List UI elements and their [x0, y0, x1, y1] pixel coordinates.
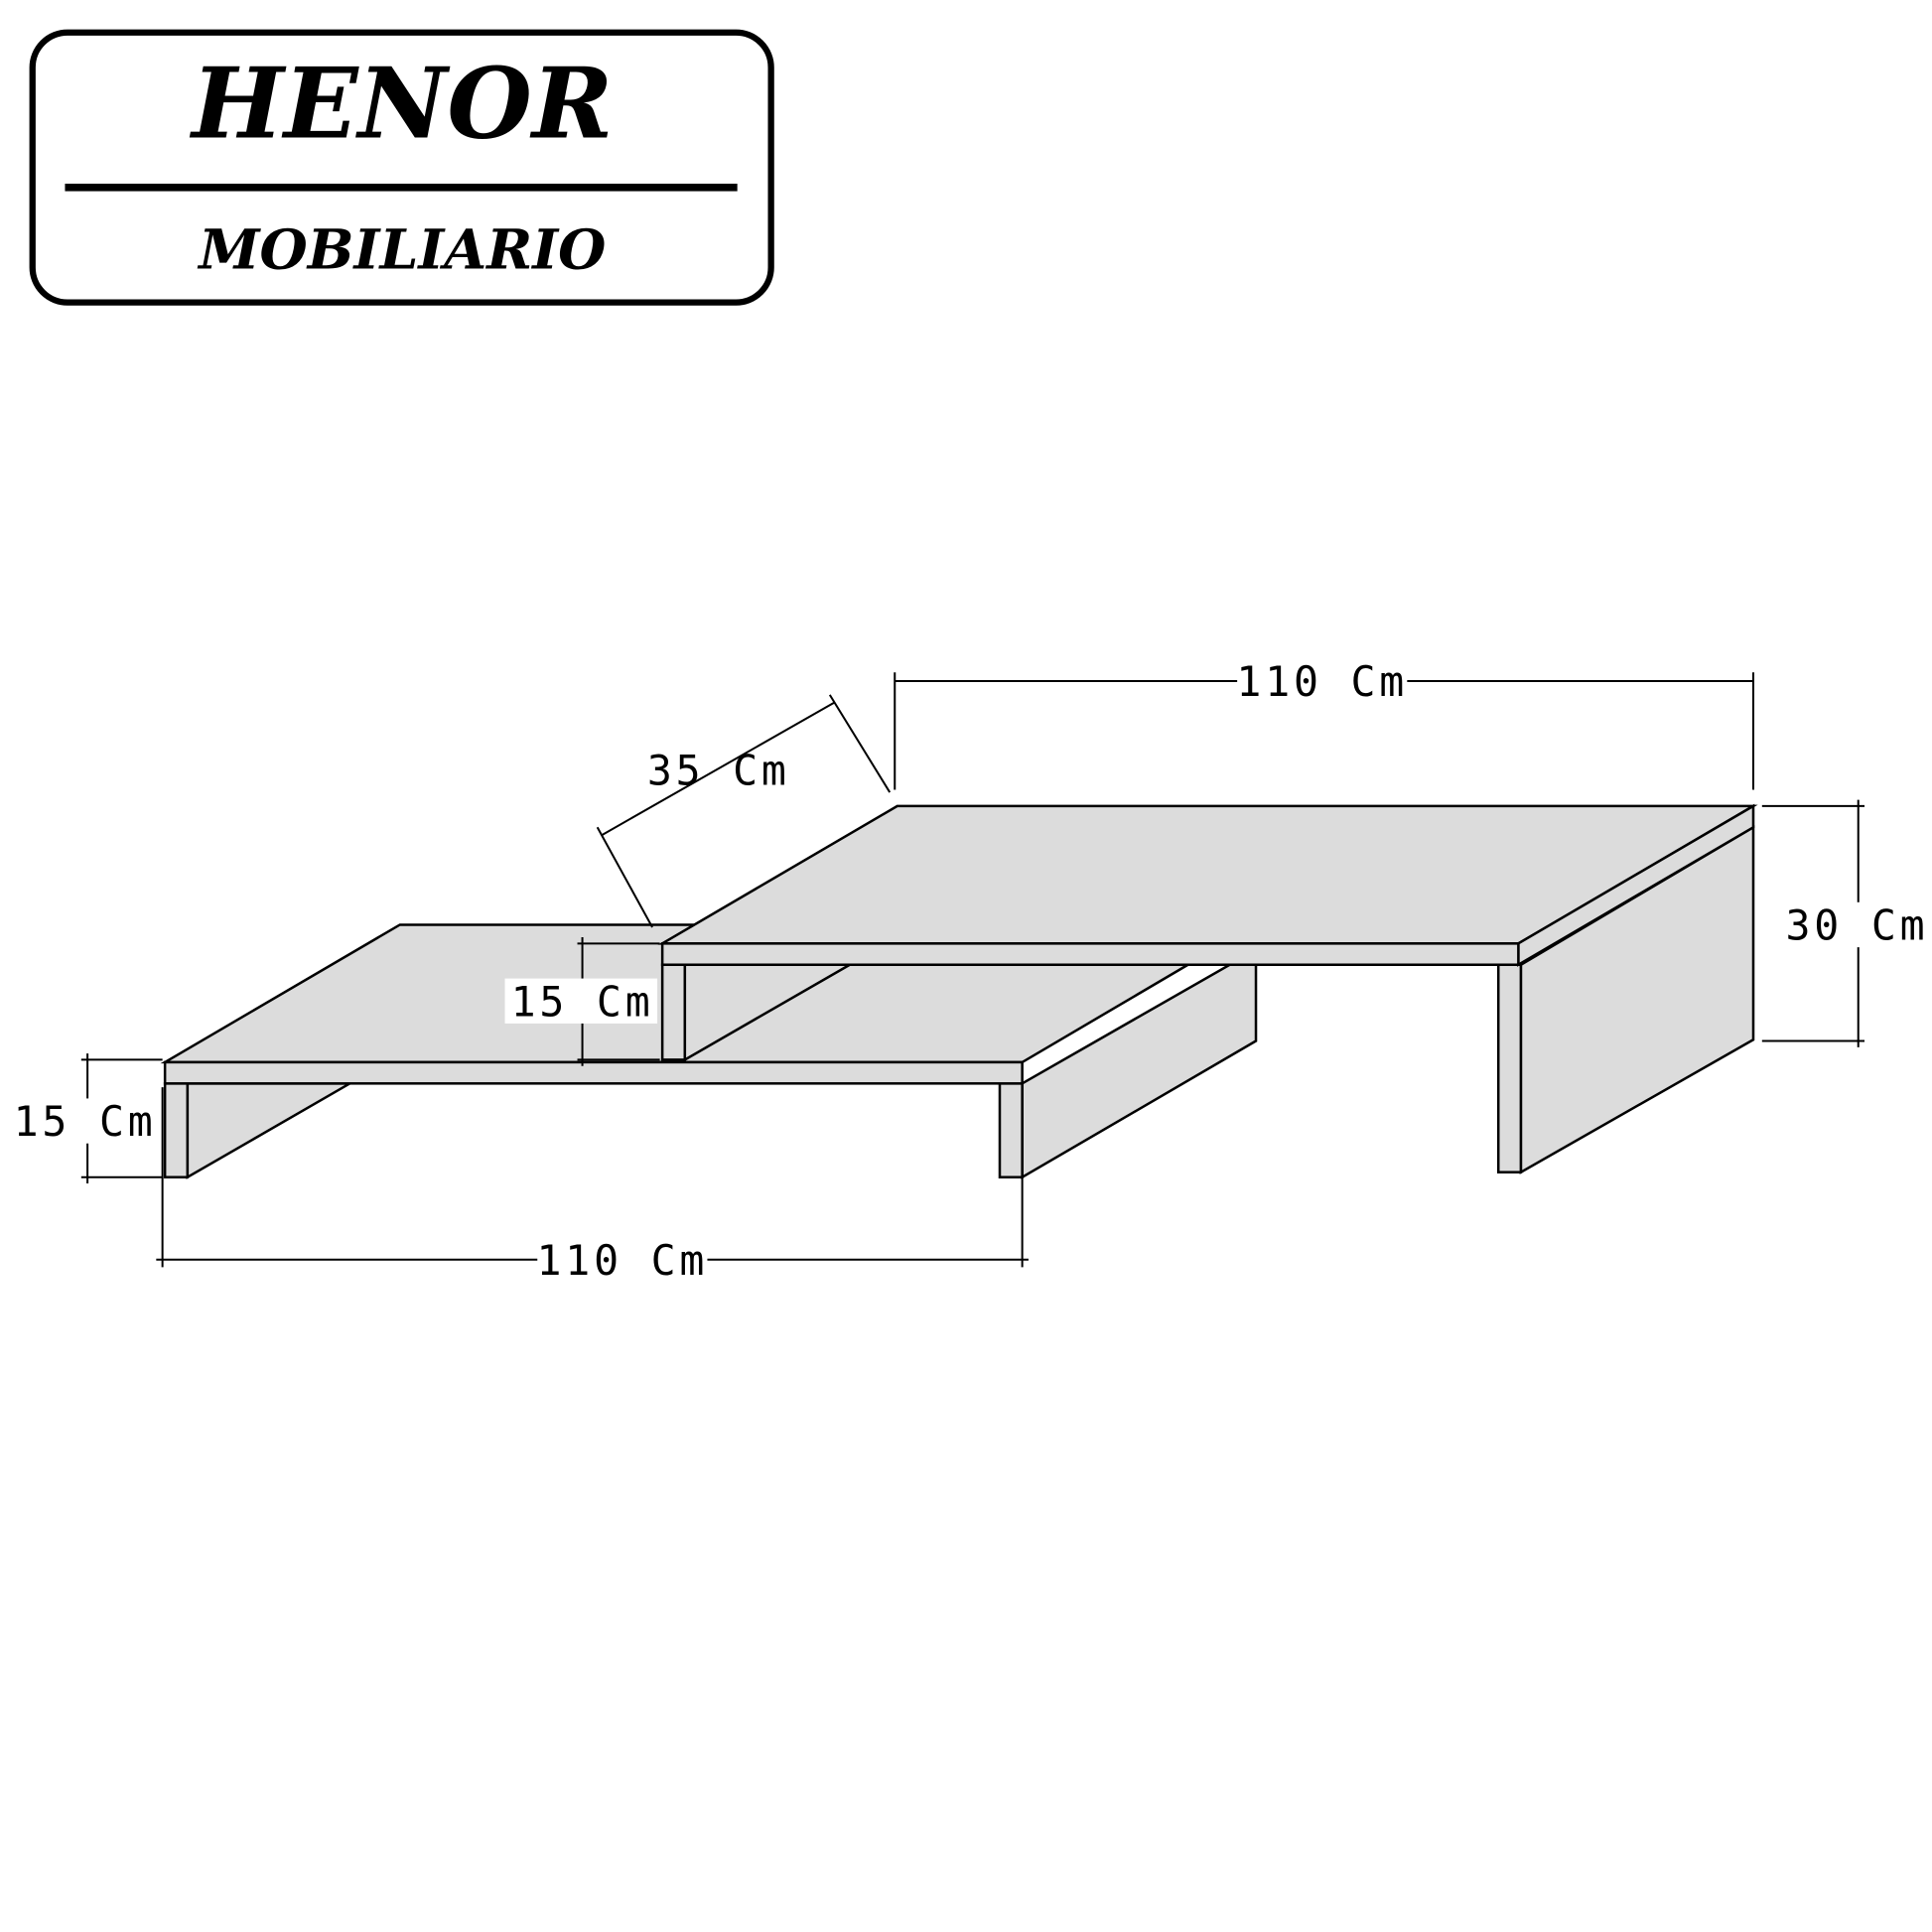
- logo: HENOR MOBILIARIO: [29, 29, 774, 306]
- lower-height-label: 15 Cm: [14, 1097, 157, 1146]
- upper-height-label: 30 Cm: [1786, 901, 1929, 950]
- dimension-upper-width: 110 Cm: [894, 657, 1755, 790]
- upper-shelf-front-edge: [660, 942, 1520, 966]
- logo-subtitle: MOBILIARIO: [197, 218, 606, 283]
- dimension-depth: 35 Cm: [596, 694, 892, 928]
- lower-shelf-left-leg: [163, 1082, 190, 1178]
- step-height-label: 15 Cm: [511, 977, 654, 1026]
- upper-shelf: [657, 803, 1758, 1174]
- logo-brand: HENOR: [189, 47, 613, 161]
- upper-width-label: 110 Cm: [1236, 657, 1408, 706]
- lower-width-label: 110 Cm: [537, 1236, 709, 1285]
- upper-shelf-right-leg: [1496, 963, 1523, 1173]
- dimension-step-height: 15 Cm: [504, 937, 660, 1066]
- dimension-lower-width: 110 Cm: [156, 1087, 1029, 1285]
- lower-shelf-left-panel: [186, 1082, 355, 1179]
- lower-shelf-right-leg: [998, 1082, 1024, 1178]
- dimension-upper-height: 30 Cm: [1761, 799, 1932, 1047]
- dimension-lower-height: 15 Cm: [7, 1053, 163, 1184]
- upper-shelf-left-leg: [660, 963, 687, 1061]
- logo-divider: [65, 184, 738, 192]
- depth-label: 35 Cm: [647, 746, 790, 794]
- lower-shelf-front-edge: [163, 1060, 1024, 1085]
- logo-frame: [29, 29, 774, 306]
